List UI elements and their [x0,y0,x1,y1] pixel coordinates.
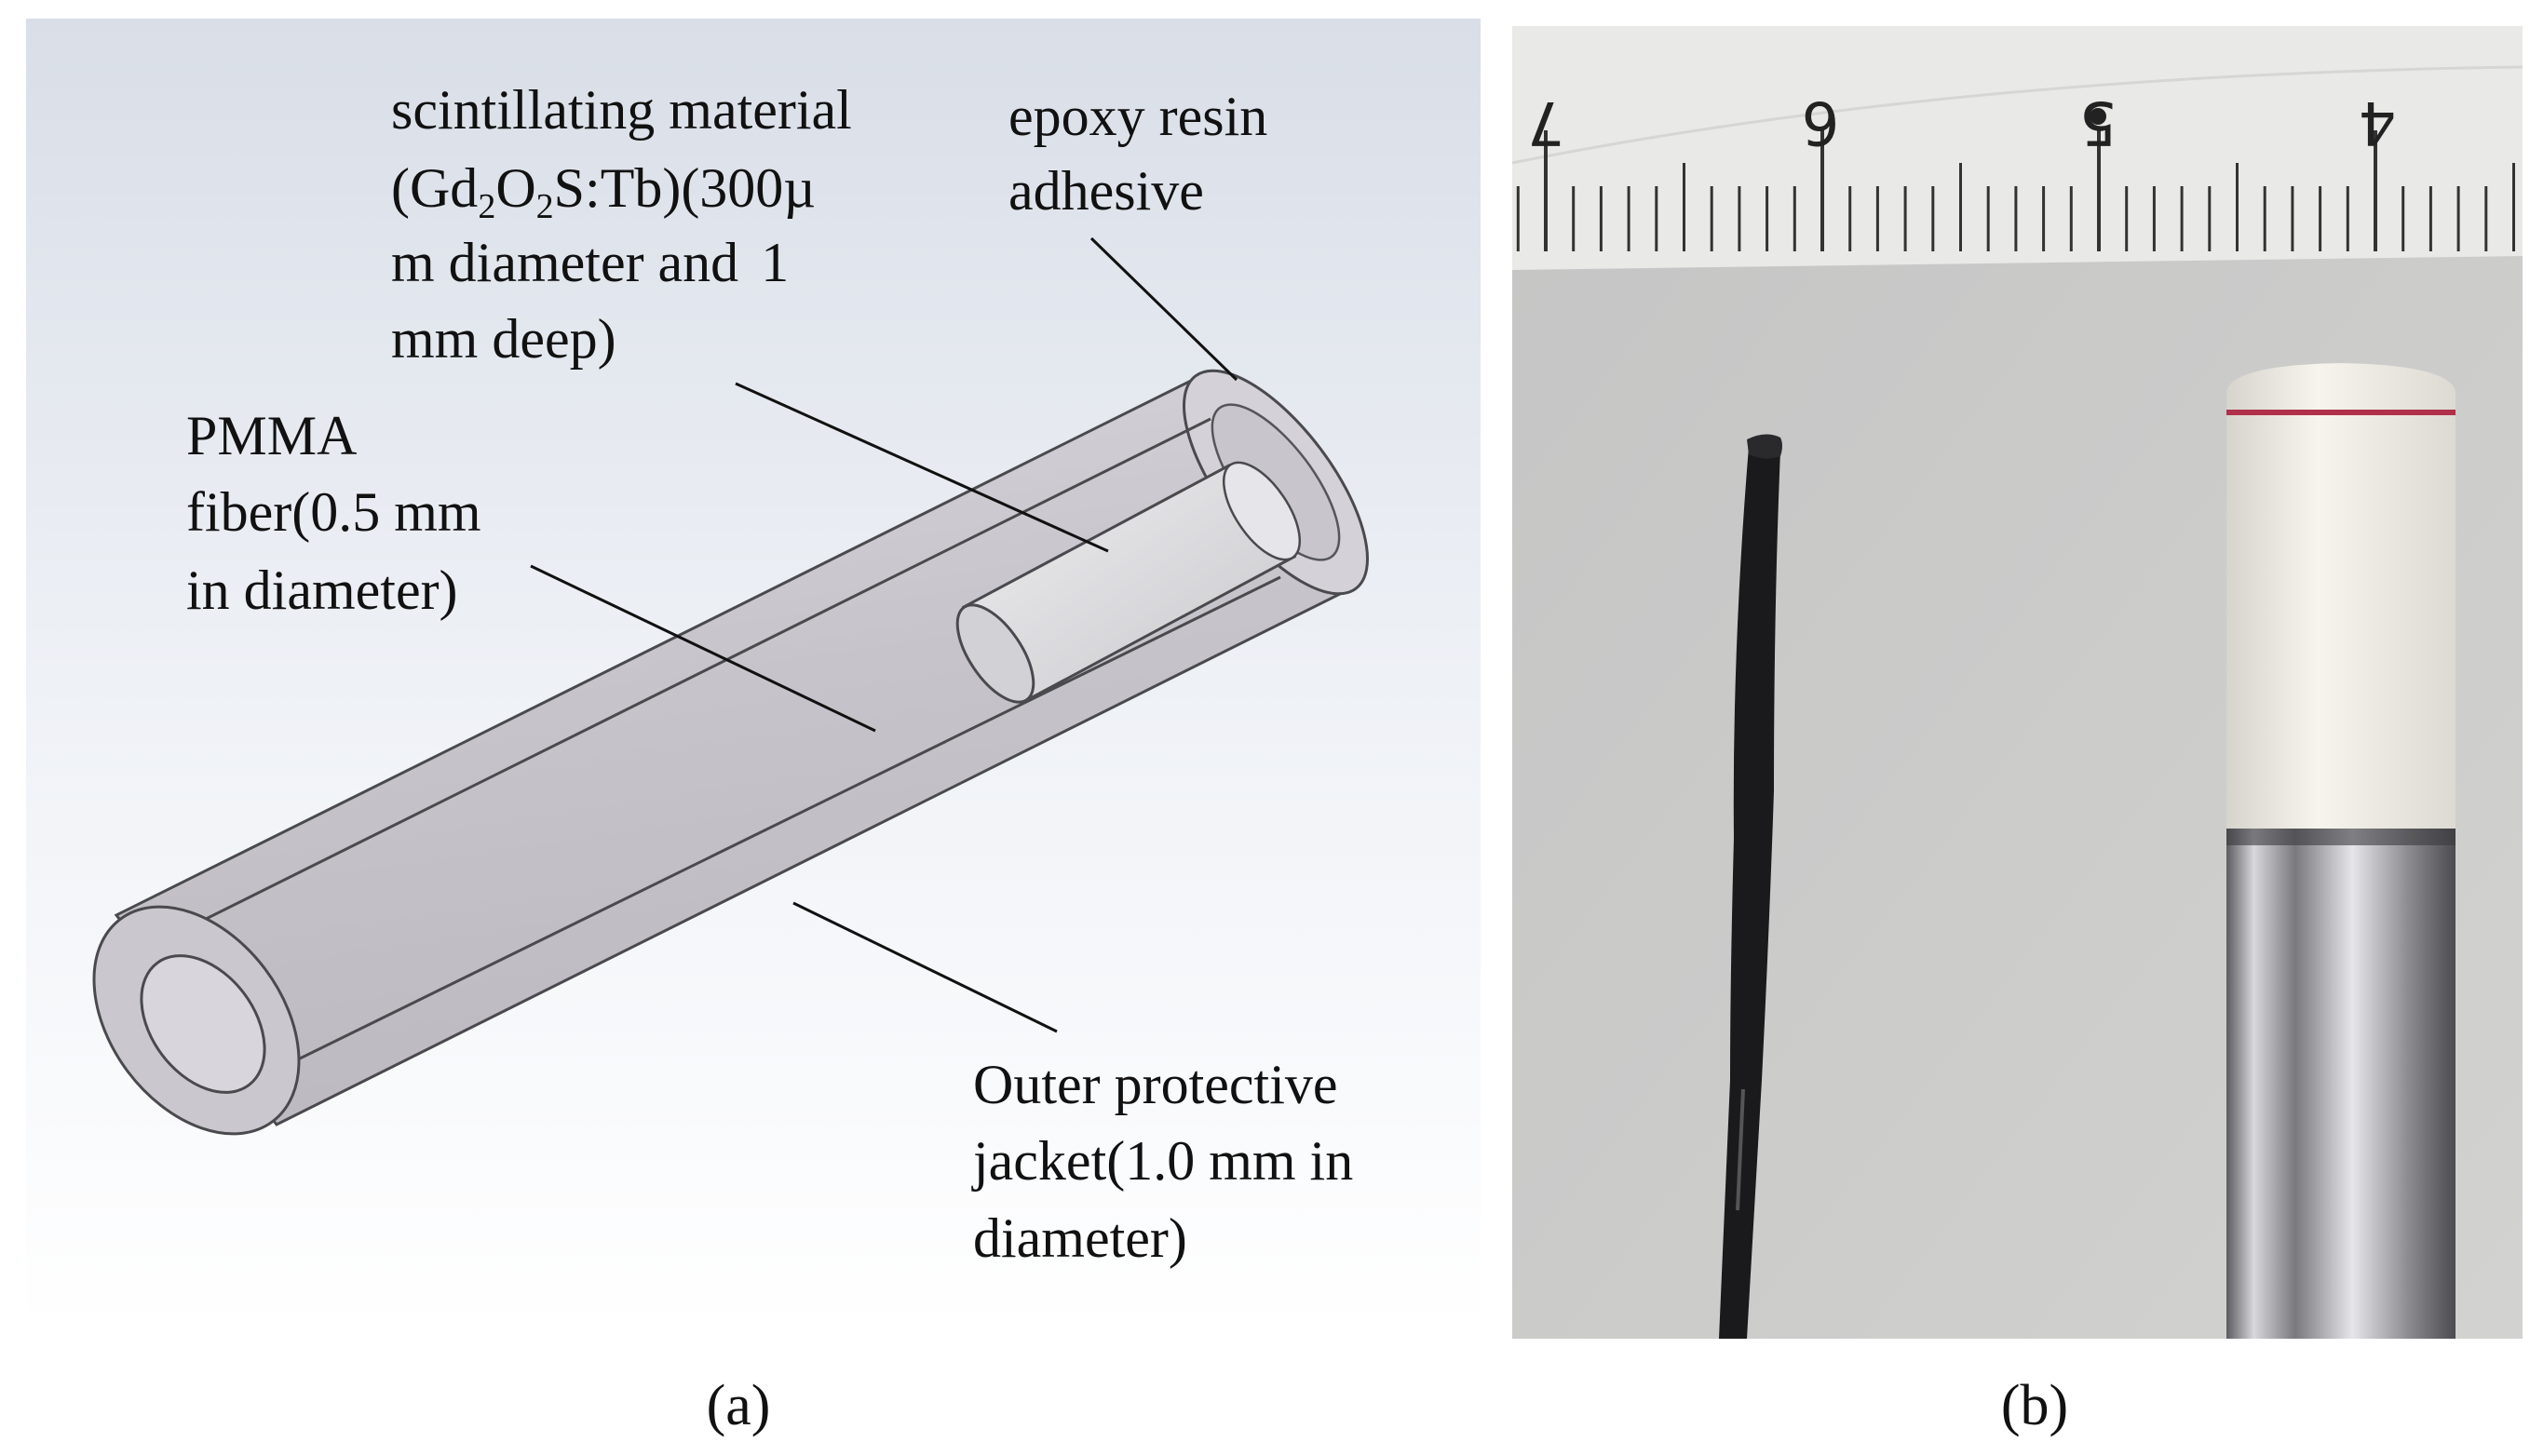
steel-body [2226,829,2456,1339]
leader-pmma [530,564,876,733]
label-jacket: Outer protective jacket(1.0 mm in diamet… [971,1054,1367,1269]
steel-probe [2226,363,2456,1339]
label-pmma: PMMA fiber(0.5 mm in diameter) [186,405,495,621]
leader-jacket [792,901,1058,1033]
caption-b: (b) [2001,1374,2068,1437]
ruler-ticks [1516,130,2515,251]
white-cap [2226,363,2456,829]
leader-epoxy [1089,236,1238,382]
ruler-dot [2090,108,2106,125]
cap-band [2226,410,2456,415]
ruler-number: 4 [2359,88,2397,156]
label-epoxy: epoxy resin adhesive [1008,86,1281,222]
ruler-number: 5 [2079,88,2117,156]
leader-scintillator [735,382,1109,553]
ruler-number: 7 [1527,88,1565,156]
ruler-number: 6 [1802,88,1840,156]
ruler: 7 6 5 4 [1511,26,2523,270]
ruler-numbers: 7 6 5 4 [1527,88,2397,156]
caption-a: (a) [707,1374,771,1437]
panel-a-diagram: scintillating material (Gd2O2S:Tb)(300µ … [26,19,1481,1329]
label-scintillator: scintillating material (Gd2O2S:Tb)(300µ … [391,79,866,370]
pmma-fiber-shape [162,417,1281,1086]
scintillator-rod-shape [955,461,1302,704]
panel-b-photo: 7 6 5 4 [1511,26,2523,1339]
jacket-end-shape [92,905,301,1136]
fiber-probe [1719,434,1782,1339]
